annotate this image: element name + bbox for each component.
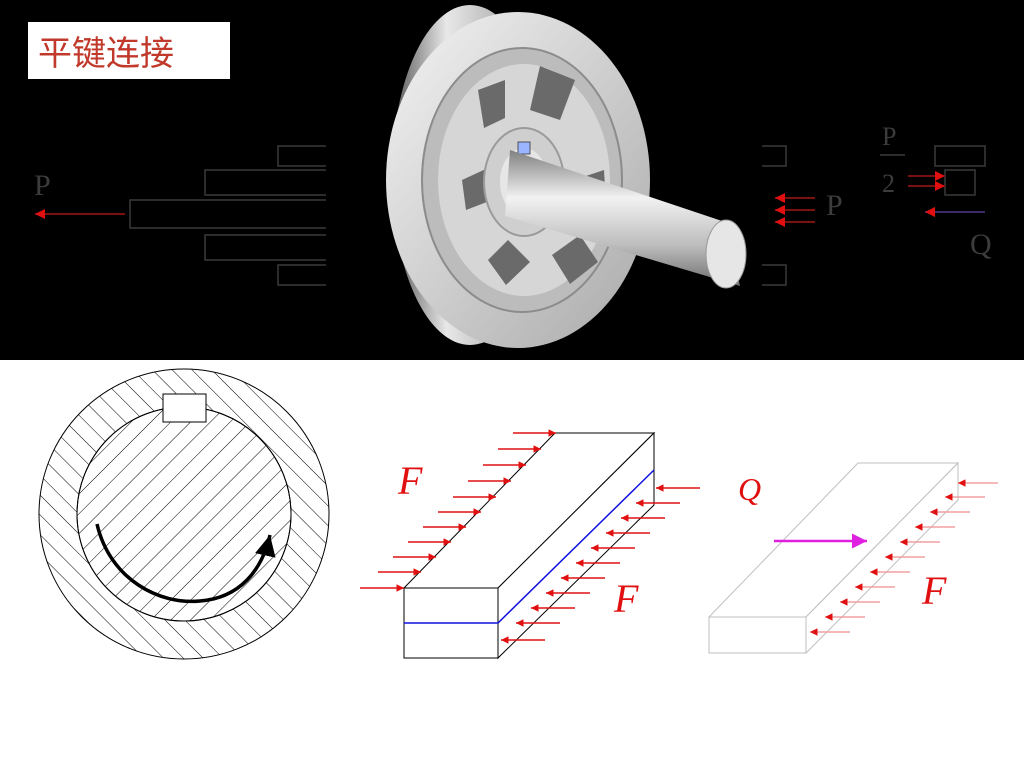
force-arrows-right [501, 484, 700, 644]
label-q: Q [738, 471, 761, 507]
label-p-left: P [34, 169, 51, 202]
force-arrows-left [360, 429, 556, 592]
shear-force-arrows [810, 479, 998, 636]
key-force-diagram: F F [360, 429, 700, 660]
label-q-top: Q [970, 228, 992, 261]
key-shear-diagram: Q F [707, 461, 998, 655]
label-p-right: P [826, 189, 843, 222]
label-p-half-den: 2 [882, 169, 895, 198]
label-p-half-num: P [882, 122, 896, 151]
page-title: 平键连接 [38, 34, 174, 74]
background-arrows [35, 171, 985, 227]
shaft-cross-section [38, 368, 330, 660]
background-labels: P P P 2 Q [34, 122, 992, 261]
label-f-top: F [397, 458, 423, 503]
wheel-3d-render [326, 0, 762, 355]
label-f-shear: F [921, 568, 947, 613]
label-f-bottom: F [613, 576, 639, 621]
title-box: 平键连接 [28, 22, 230, 79]
